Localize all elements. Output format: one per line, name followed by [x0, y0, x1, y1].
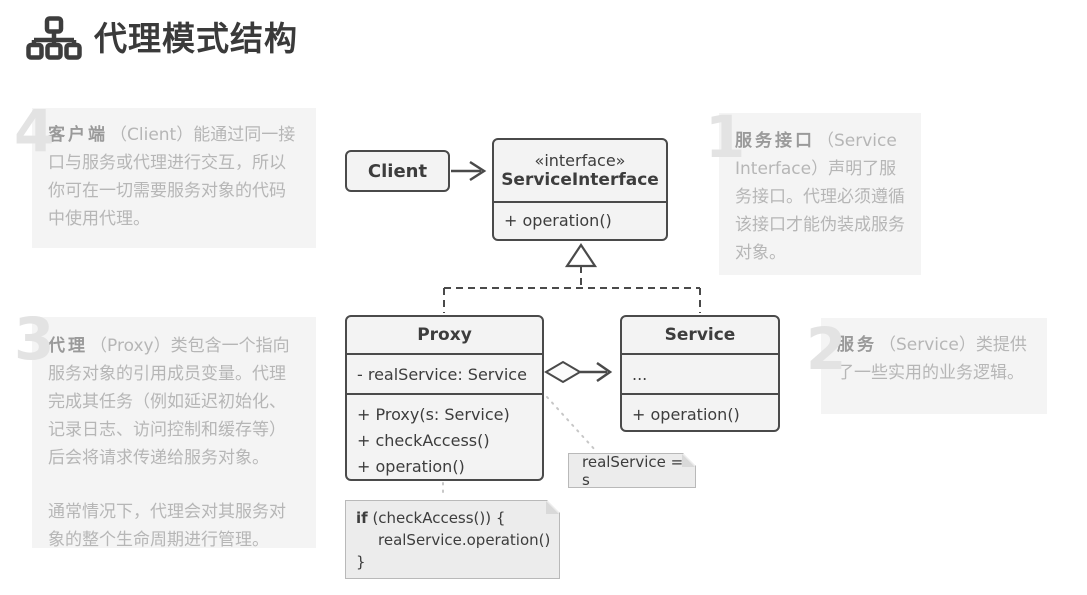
annotation-2: 服务（Service）类提供了一些实用的业务逻辑。 [821, 318, 1047, 414]
annotation-3-text2: 通常情况下，代理会对其服务对象的整个生命周期进行管理。 [48, 502, 286, 550]
annotation-1-number: 1 [705, 103, 746, 171]
annotation-2-number: 2 [806, 315, 847, 383]
uml-service-interface-operation: + operation() [494, 201, 666, 238]
uml-note-assignment: realService = s [568, 453, 696, 488]
realization-lines [443, 243, 701, 313]
annotation-4-text: （Client）能通过同一接口与服务或代理进行交互，所以你可在一切需要服务对象的… [48, 125, 296, 229]
uml-service-operation: + operation() [622, 393, 778, 429]
uml-note-code-line2: realService.operation() [378, 531, 551, 549]
uml-class-client-name: Client [367, 160, 428, 182]
uml-class-proxy-name: Proxy [417, 325, 472, 345]
sitemap-icon [26, 16, 82, 60]
association-client-interface [451, 160, 487, 182]
uml-proxy-operations: + Proxy(s: Service) + checkAccess() + op… [347, 393, 542, 480]
uml-note-code: if (checkAccess()) { realService.operati… [345, 500, 560, 579]
code-line1-rest: (checkAccess()) { [367, 509, 506, 527]
aggregation-proxy-service [544, 360, 613, 384]
annotation-3-number: 3 [14, 305, 55, 373]
uml-class-service-interface: «interface» ServiceInterface + operation… [492, 138, 668, 241]
uml-class-service-name: Service [664, 325, 736, 345]
uml-class-client: Client [345, 150, 450, 192]
uml-proxy-operation: + operation() [357, 457, 465, 476]
annotation-4-term: 客户端 [48, 125, 108, 145]
annotation-4: 客户端（Client）能通过同一接口与服务或代理进行交互，所以你可在一切需要服务… [32, 108, 316, 248]
annotation-3-term: 代理 [48, 336, 88, 356]
annotation-2-text: （Service）类提供了一些实用的业务逻辑。 [837, 335, 1027, 383]
uml-note-code-line3: } [356, 553, 366, 571]
uml-proxy-field: - realService: Service [347, 353, 542, 393]
annotation-1-text: （Service Interface）声明了服务接口。代理必须遵循该接口才能伪装… [735, 131, 905, 263]
uml-proxy-operation: + checkAccess() [357, 431, 490, 450]
annotation-2-term: 服务 [837, 335, 877, 355]
uml-class-service-interface-name: ServiceInterface [501, 170, 659, 190]
annotation-1-term: 服务接口 [735, 131, 815, 151]
annotation-1: 服务接口（Service Interface）声明了服务接口。代理必须遵循该接口… [719, 113, 921, 275]
annotation-4-number: 4 [14, 97, 55, 165]
uml-note-code-line1: if (checkAccess()) { [356, 507, 549, 529]
annotation-3: 代理（Proxy）类包含一个指向服务对象的引用成员变量。代理完成其任务（例如延迟… [32, 317, 316, 550]
uml-proxy-operation: + Proxy(s: Service) [357, 405, 510, 424]
uml-class-service: Service ... + operation() [620, 315, 780, 432]
code-keyword-if: if [356, 509, 368, 527]
uml-class-service-interface-header: «interface» ServiceInterface [494, 140, 666, 201]
uml-service-field: ... [622, 353, 778, 393]
annotation-3-text: （Proxy）类包含一个指向服务对象的引用成员变量。代理完成其任务（例如延迟初始… [48, 336, 290, 468]
uml-note-assignment-text: realService = s [582, 452, 684, 489]
page-title: 代理模式结构 [94, 19, 298, 58]
uml-class-proxy: Proxy - realService: Service + Proxy(s: … [345, 315, 544, 481]
uml-stereotype: «interface» [534, 151, 626, 170]
